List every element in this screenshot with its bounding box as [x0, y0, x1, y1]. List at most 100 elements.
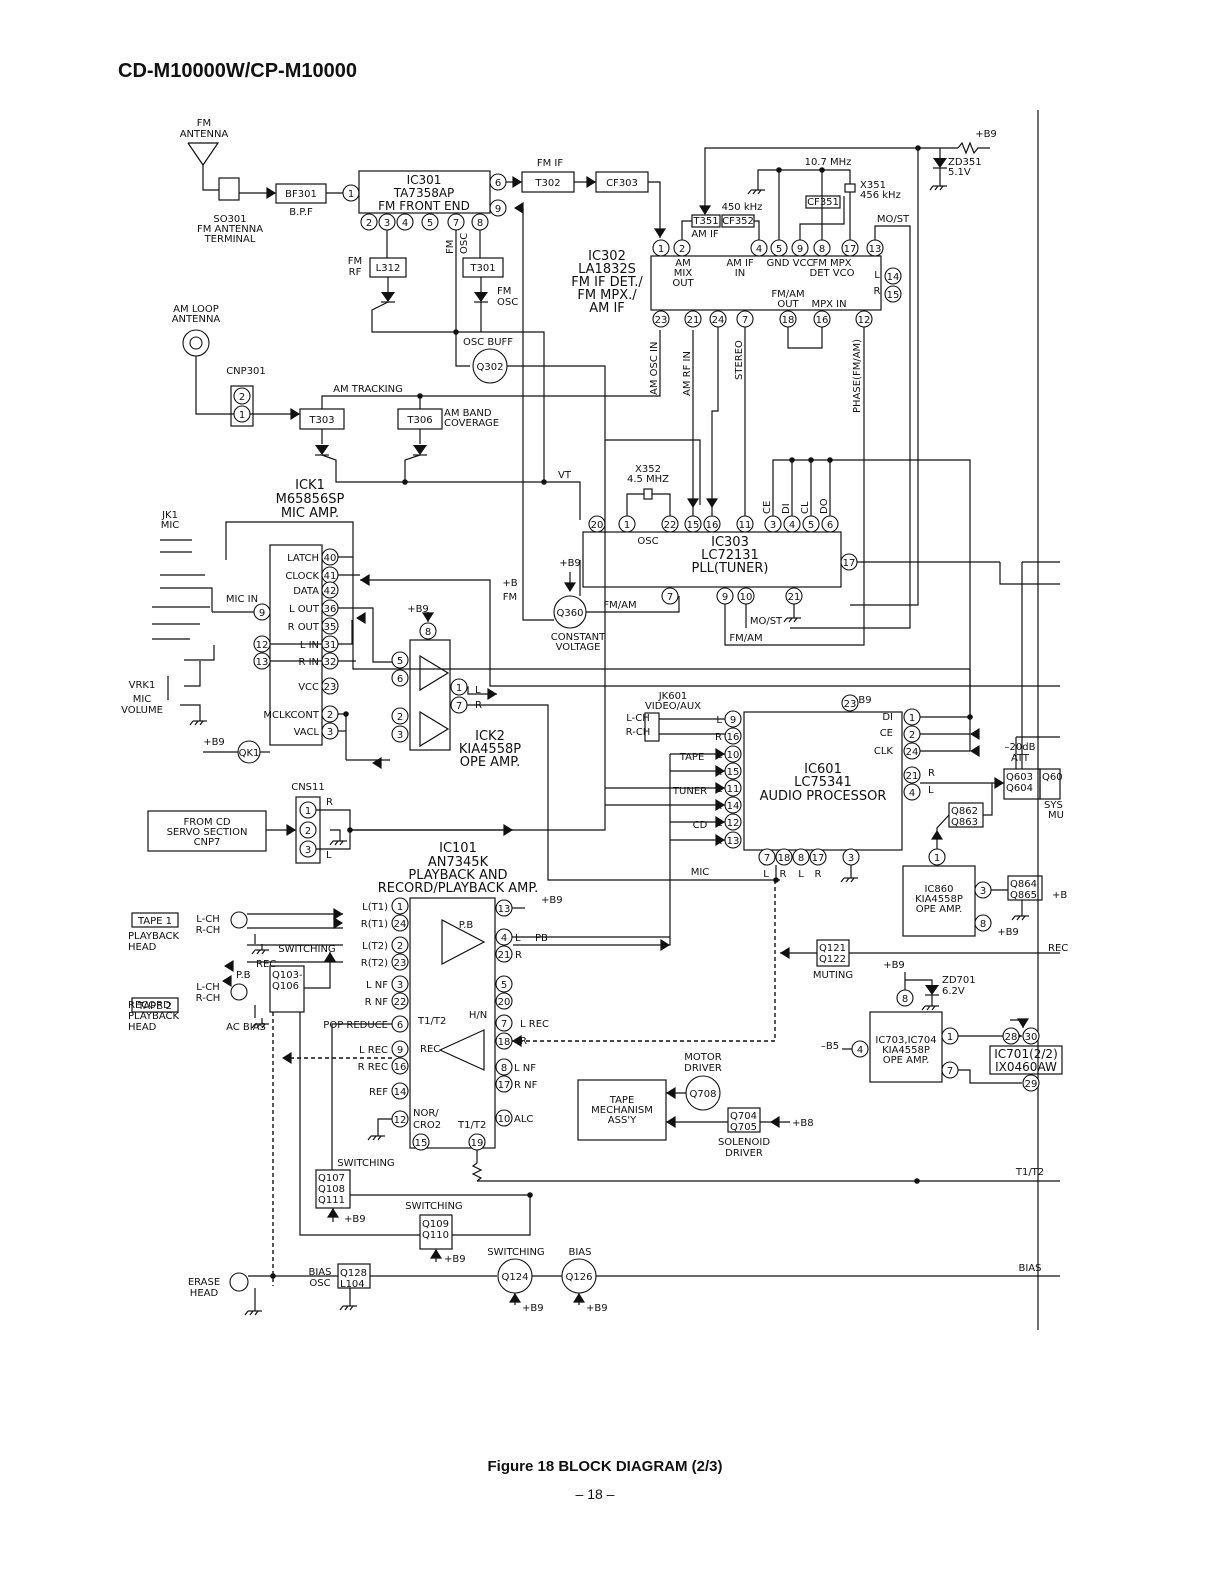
lch-label: L-CH: [626, 713, 650, 724]
ic601-pin-side: L: [928, 785, 934, 796]
signal-arrow: [356, 612, 366, 624]
x351-crystal: [844, 183, 856, 193]
vertical-label: PHASE(FM/AM): [852, 339, 863, 413]
x352-crystal: [643, 488, 653, 500]
ic101-side: R: [515, 950, 522, 961]
pin-number: [391, 707, 409, 725]
ic301-ref: IC301: [407, 173, 442, 187]
mic-volume-label: VOLUME: [121, 705, 163, 716]
ic703-ref: IC703,IC704: [875, 1035, 936, 1046]
ick1-pin-name: DATA: [293, 586, 319, 597]
pin-label: 21: [687, 315, 700, 326]
from-cd-label: SERVO SECTION: [167, 827, 248, 838]
pin-number: [661, 587, 679, 605]
q103-box: [269, 965, 305, 1013]
wire: [522, 208, 554, 621]
record-head-label: HEAD: [128, 1022, 157, 1033]
signal-arrow: [222, 975, 232, 987]
ic101-pin-name: R REC: [358, 1062, 388, 1073]
wire: [338, 607, 392, 663]
fmam-label: FM/AM: [729, 633, 762, 644]
pin-label: 14: [887, 272, 900, 283]
pin-label: 8: [819, 244, 825, 255]
pin-number: [652, 239, 670, 257]
wire: [330, 829, 341, 835]
ic601-part: LC75341: [794, 775, 852, 790]
wire: [652, 493, 671, 516]
pin-label: 42: [324, 586, 337, 597]
ground-hatch: [244, 1310, 249, 1316]
ic601-pin-name: CE: [880, 728, 893, 739]
transistor-label: Q708: [690, 1089, 717, 1100]
q704-box: [727, 1107, 761, 1133]
att-label: –20dB: [1005, 742, 1036, 753]
tape2-tag: [131, 997, 179, 1013]
ground-hatch: [261, 949, 266, 955]
ic302-pin-name: AM: [675, 258, 690, 269]
rec-amp-symbol: [438, 1029, 485, 1071]
pin-label: 40: [324, 553, 337, 564]
ic703-part: KIA4558P: [882, 1045, 930, 1056]
ground-hatch: [372, 1135, 377, 1141]
pin-number: [412, 1133, 430, 1151]
ground-hatch: [934, 185, 939, 191]
wire: [467, 704, 780, 881]
bias-right-label: BIAS: [1019, 1263, 1042, 1274]
page-header: CD-M10000W/CP-M10000: [118, 60, 357, 82]
pin-label: 24: [712, 315, 725, 326]
t1t2-label-2: T1/T2: [457, 1120, 486, 1131]
ground-hatch: [261, 1023, 266, 1029]
pin-label: 15: [687, 520, 700, 531]
b9-label: +B9: [522, 1303, 544, 1314]
ick2-desc: OPE AMP.: [460, 755, 520, 770]
junction-dot: [827, 457, 833, 463]
pin-label: 10: [740, 592, 753, 603]
pin-label: 2: [397, 941, 403, 952]
ic601-pin-side: R: [815, 869, 822, 880]
signal-arrow: [970, 728, 980, 740]
pin-number: [495, 1075, 513, 1093]
ick1-pin-name: CLOCK: [285, 571, 319, 582]
wire: [648, 181, 661, 238]
ic101-pin-name: L REC: [359, 1045, 388, 1056]
ick1-pin-name: VCC: [298, 682, 319, 693]
ground-hatch: [339, 840, 344, 846]
b9-label: +B9: [883, 960, 905, 971]
wire: [184, 661, 201, 687]
ick1-pin-name: R OUT: [288, 622, 320, 633]
pin-number: [391, 953, 409, 971]
figure-caption: Figure 18 BLOCK DIAGRAM (2/3): [487, 1458, 723, 1475]
vertical-label: AM RF IN: [682, 351, 693, 396]
ic101-pin-name: POP REDUCE: [323, 1020, 388, 1031]
10-7mhz-label: 10.7 MHz: [805, 157, 852, 168]
ground-hatch: [840, 877, 845, 883]
pin-label: 1: [947, 1032, 953, 1043]
q121-label: Q122: [819, 954, 846, 965]
wire: [507, 365, 701, 505]
bias-osc-label: BIAS: [309, 1267, 332, 1278]
456khz-label: 456 kHz: [860, 190, 901, 201]
ic302-pin-name: OUT: [777, 299, 799, 310]
wire: [299, 1012, 420, 1236]
ic860-box: [902, 865, 976, 937]
most-label: MO/ST: [877, 214, 910, 225]
mu-label: MU: [1048, 810, 1064, 821]
q128-label: L104: [340, 1279, 365, 1290]
ic101-pin-name: L(T2): [362, 941, 388, 952]
pin-label: 13: [256, 657, 269, 668]
am-loop-label: AM LOOP: [173, 304, 219, 315]
ic101-side: L REC: [520, 1019, 549, 1030]
ic703-box: [869, 1011, 943, 1083]
pin-number: [391, 725, 409, 743]
most-label-2: MO/ST: [750, 616, 783, 627]
ic302-desc: AM IF: [589, 301, 625, 316]
pin-label: 7: [742, 315, 748, 326]
vertical-label: CL: [800, 501, 811, 514]
pin-number: [928, 848, 946, 866]
resistor-symbol: [471, 1162, 483, 1182]
t306-label: T306: [406, 415, 432, 426]
ground-hatch: [1016, 915, 1021, 921]
pin-label: 16: [727, 732, 740, 743]
q109-label: Q110: [422, 1230, 449, 1241]
